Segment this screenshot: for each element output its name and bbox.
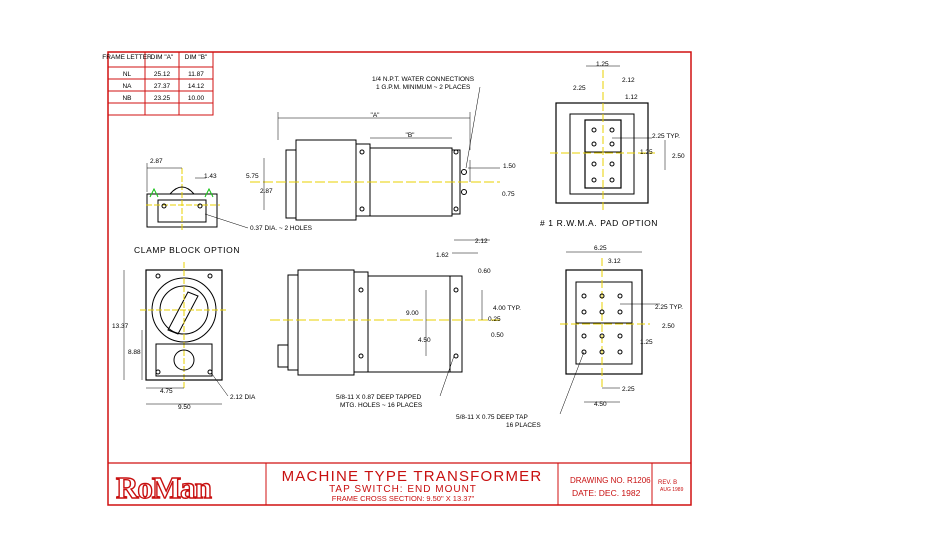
table-header-frame: FRAME LETTER	[102, 54, 152, 61]
title-block: RoMan MACHINE TYPE TRANSFORMER TAP SWITC…	[108, 462, 691, 506]
dim-0.75: 0.75	[502, 191, 515, 198]
drawing-subtitle: TAP SWITCH: END MOUNT	[329, 484, 477, 495]
tap-note-2: 16 PLACES	[506, 422, 541, 429]
frame-table: FRAME LETTER DIM "A" DIM "B" NL 25.12 11…	[102, 51, 214, 116]
drawing-title: MACHINE TYPE TRANSFORMER	[282, 468, 543, 485]
dim-4.75: 4.75	[160, 388, 173, 395]
dim-2.12-pad: 2.12	[622, 77, 635, 84]
dim-1.62: 1.62	[436, 252, 449, 259]
dim-1.25-tap: 1.25	[640, 339, 653, 346]
dim-5.75: 5.75	[246, 173, 259, 180]
pad-option-label: # 1 R.W.M.A. PAD OPTION	[540, 218, 658, 228]
holes-note: 0.37 DIA. ~ 2 HOLES	[250, 225, 313, 232]
frame-section: FRAME CROSS SECTION: 9.50" X 13.37"	[332, 494, 475, 503]
dim-4.50-tap: 4.50	[594, 401, 607, 408]
dim-4.50: 4.50	[418, 337, 431, 344]
dim-2.25-pad: 2.25	[573, 85, 586, 92]
dim-2.87-side: 2.87	[260, 188, 273, 195]
table-header-dim-a: DIM "A"	[151, 54, 174, 61]
dim-1.43-clamp: 1.43	[204, 173, 217, 180]
table-cell: 10.00	[188, 95, 205, 102]
table-cell: 23.25	[154, 95, 171, 102]
water-note-2: 1 G.P.M. MINIMUM ~ 2 PLACES	[376, 84, 471, 91]
dim-8.88: 8.88	[128, 349, 141, 356]
dim-3.12: 3.12	[608, 258, 621, 265]
mtg-note-1: 5/8-11 X 0.87 DEEP TAPPED	[336, 394, 421, 401]
table-cell: 25.12	[154, 71, 171, 78]
pad-option-view: 1.25 2.12 2.25 1.12 2.25 TYP. 1.25 2.50 …	[540, 61, 685, 228]
revision-date: AUG 1989	[660, 487, 684, 493]
dim-4.00-typ: 4.00 TYP.	[493, 305, 521, 312]
dim-2.87-clamp: 2.87	[150, 158, 163, 165]
dim-0.50: 0.50	[491, 332, 504, 339]
table-header-dim-b: DIM "B"	[185, 54, 208, 61]
mtg-note-2: MTG. HOLES ~ 16 PLACES	[340, 402, 423, 409]
table-cell: NA	[122, 83, 132, 90]
tap-pattern-view: 6.25 3.12 2.25 TYP. 2.50 1.25 2.25 4.50 …	[456, 245, 683, 429]
dim-1.50: 1.50	[503, 163, 516, 170]
dim-9.50: 9.50	[178, 404, 191, 411]
clamp-block-view: 2.87 1.43 0.37 DIA. ~ 2 HOLES CLAMP BLOC…	[134, 158, 313, 255]
dim-9.00: 9.00	[406, 310, 419, 317]
company-logo: RoMan	[116, 470, 212, 505]
drawing-border	[107, 51, 692, 506]
dim-a-label: "A"	[371, 112, 381, 119]
dim-2.25-tap: 2.25	[622, 386, 635, 393]
drawing-date: DATE: DEC. 1982	[572, 488, 641, 498]
table-cell: 14.12	[188, 83, 205, 90]
table-cell: NB	[122, 95, 131, 102]
dim-6.25: 6.25	[594, 245, 607, 252]
revision: REV. B	[658, 480, 677, 486]
dim-13.37: 13.37	[112, 323, 129, 330]
table-cell: 27.37	[154, 83, 171, 90]
clamp-option-label: CLAMP BLOCK OPTION	[134, 245, 240, 255]
bottom-side-view: 2.12 1.62 0.60 9.00 4.50 4.00 TYP. 0.25 …	[270, 238, 521, 409]
dim-2.25-typ-pad: 2.25 TYP.	[652, 133, 680, 140]
dim-1.12-pad: 1.12	[625, 94, 638, 101]
dim-2.12-side: 2.12	[475, 238, 488, 245]
end-view: 13.37 8.88 4.75 9.50 2.12 DIA	[112, 262, 256, 411]
dim-0.60: 0.60	[478, 268, 491, 275]
dim-1.25-pad: 1.25	[596, 61, 609, 68]
dim-b-label: "B"	[406, 132, 416, 139]
dia-note: 2.12 DIA	[230, 394, 256, 401]
dim-0.25: 0.25	[488, 316, 501, 323]
table-cell: 11.87	[188, 71, 204, 78]
drawing-number: DRAWING NO. R1206	[570, 476, 651, 485]
top-side-view: "A" "B" 5.75 2.87 1.50 0.75 1/4 N.P.T. W…	[246, 76, 516, 221]
tap-note-1: 5/8-11 X 0.75 DEEP TAP	[456, 414, 528, 421]
water-note-1: 1/4 N.P.T. WATER CONNECTIONS	[372, 76, 475, 83]
dim-2.25-typ-tap: 2.25 TYP.	[655, 304, 683, 311]
dim-2.50-tap: 2.50	[662, 323, 675, 330]
table-cell: NL	[123, 71, 132, 78]
dim-2.50-pad: 2.50	[672, 153, 685, 160]
dim-1.25-pad-b: 1.25	[640, 149, 653, 156]
